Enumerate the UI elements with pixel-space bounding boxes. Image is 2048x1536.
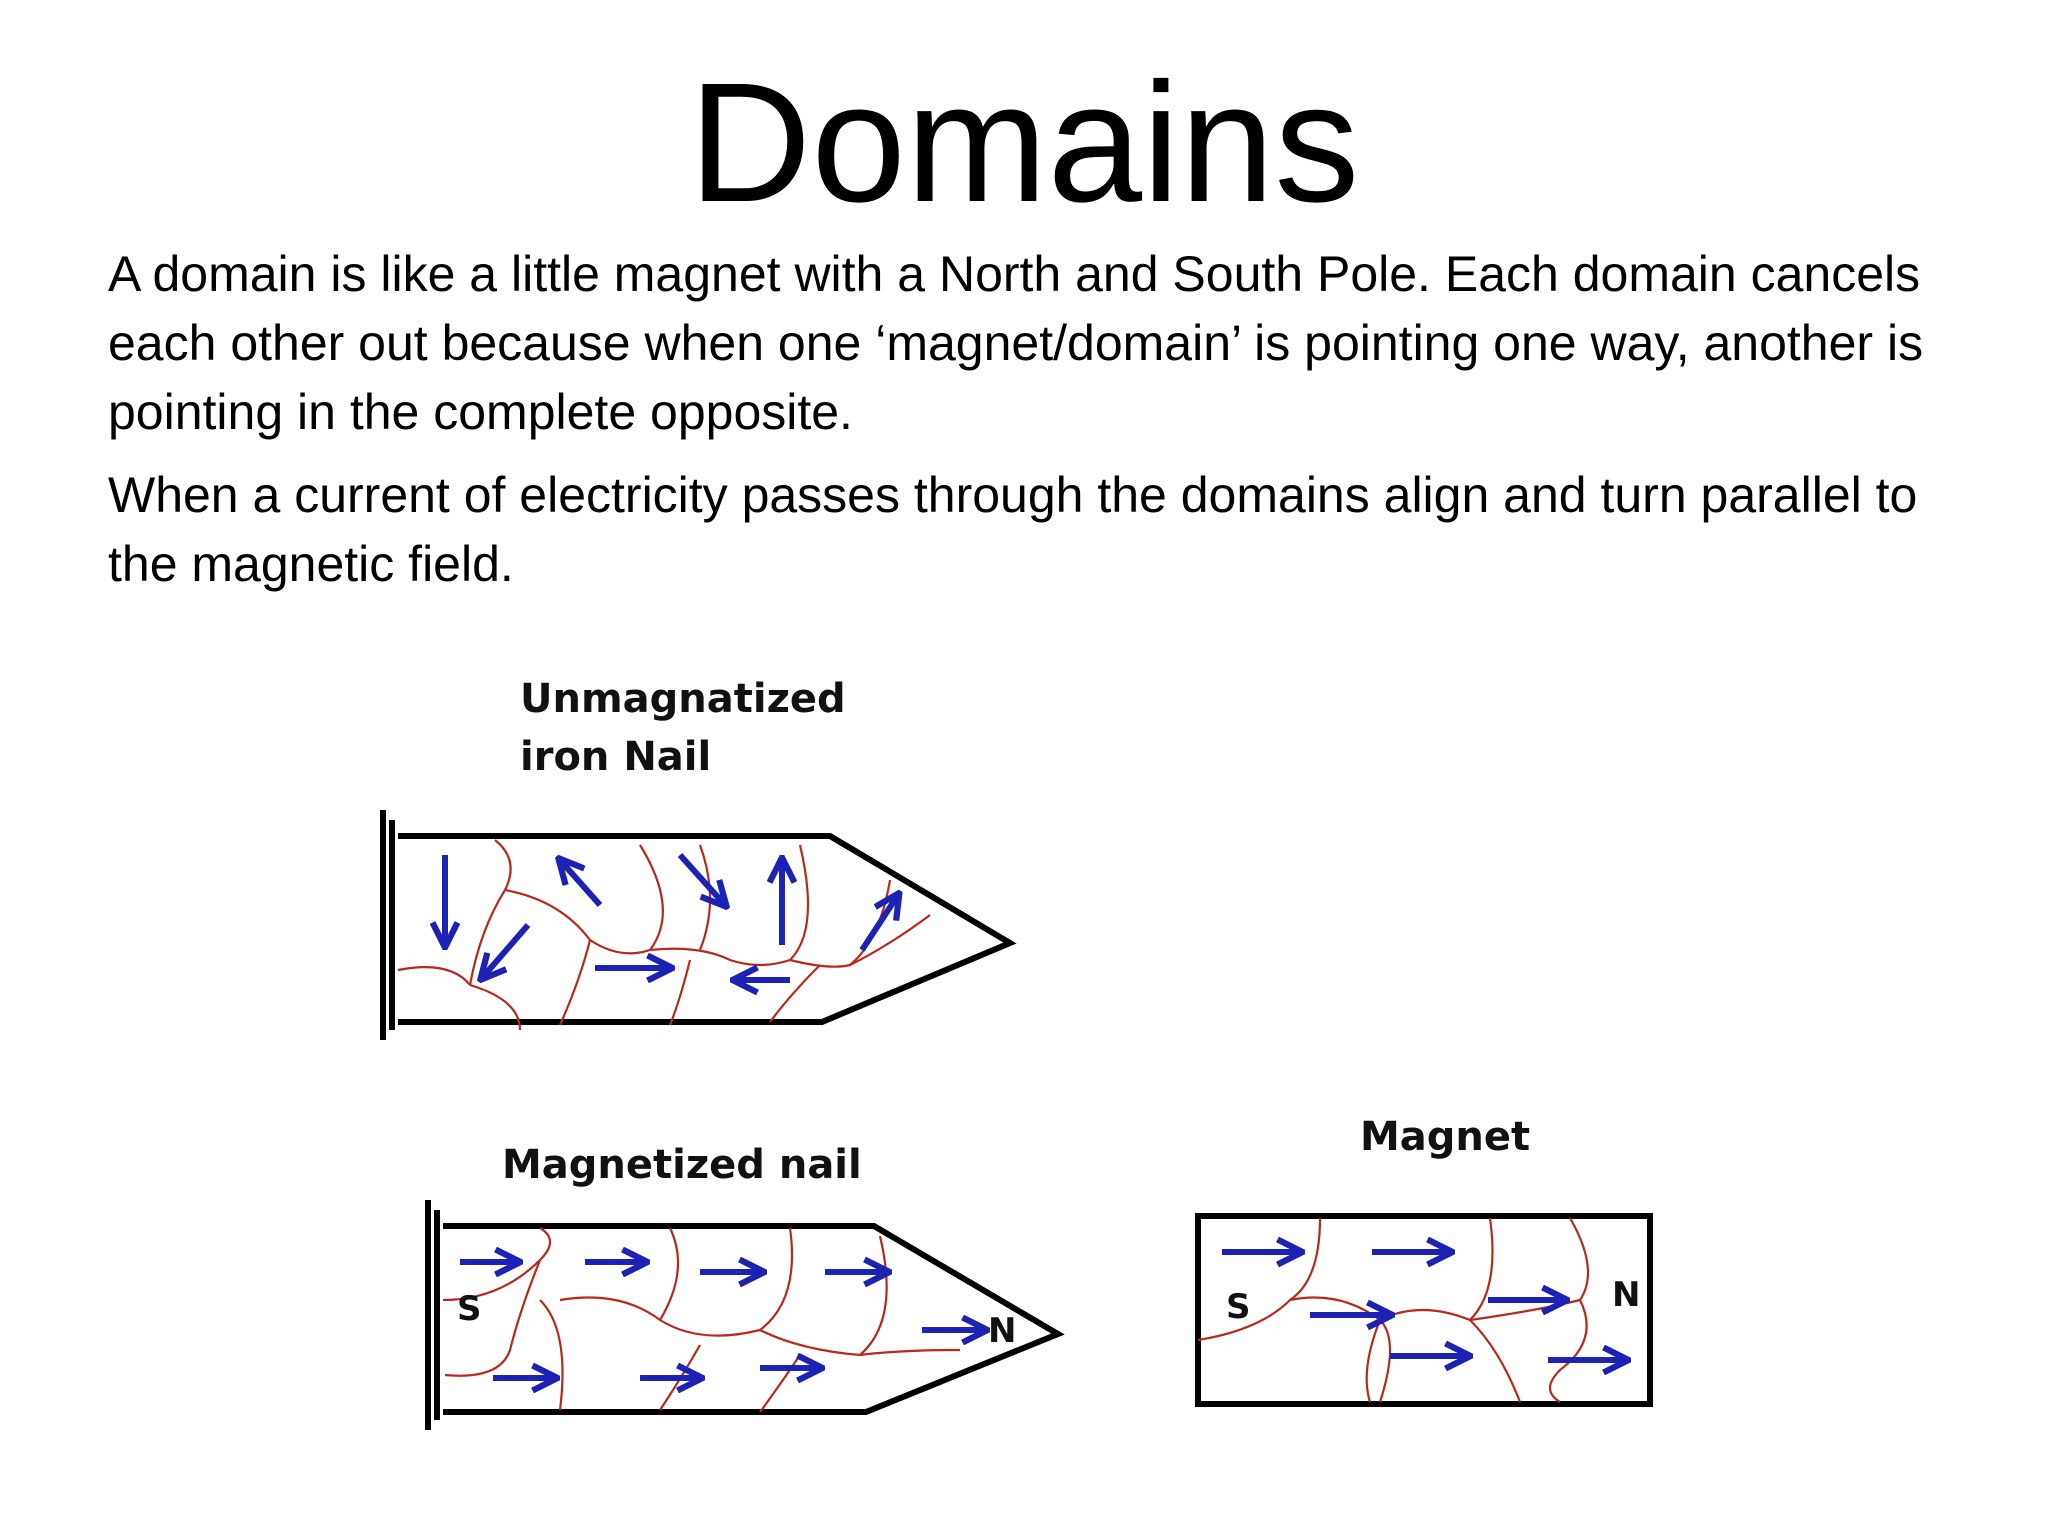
magnetized-label: Magnetized nail — [502, 1142, 862, 1188]
magnet-diagram: Magnet S N — [1198, 1114, 1650, 1404]
magnet-south-pole: S — [1226, 1287, 1251, 1327]
magnetized-domain-walls — [443, 1228, 960, 1412]
magnetized-domain-arrows — [460, 1262, 985, 1378]
unmagnetized-domain-arrows — [445, 855, 898, 980]
unmagnetized-domain-walls — [398, 840, 930, 1030]
magnet-north-pole: N — [1612, 1275, 1640, 1315]
magnetized-nail-diagram: Magnetized nail — [428, 1142, 1058, 1430]
magnetized-south-pole: S — [457, 1289, 482, 1329]
unmagnetized-label-line1: Unmagnatized — [520, 676, 846, 722]
magnetized-north-pole: N — [988, 1311, 1016, 1351]
magnet-label: Magnet — [1360, 1114, 1530, 1160]
magnet-domain-walls — [1198, 1218, 1588, 1402]
unmagnetized-nail-diagram: Unmagnatized iron Nail — [383, 676, 1010, 1040]
magnetized-nail-body — [428, 1200, 1058, 1430]
unmagnetized-label-line2: iron Nail — [520, 734, 711, 780]
